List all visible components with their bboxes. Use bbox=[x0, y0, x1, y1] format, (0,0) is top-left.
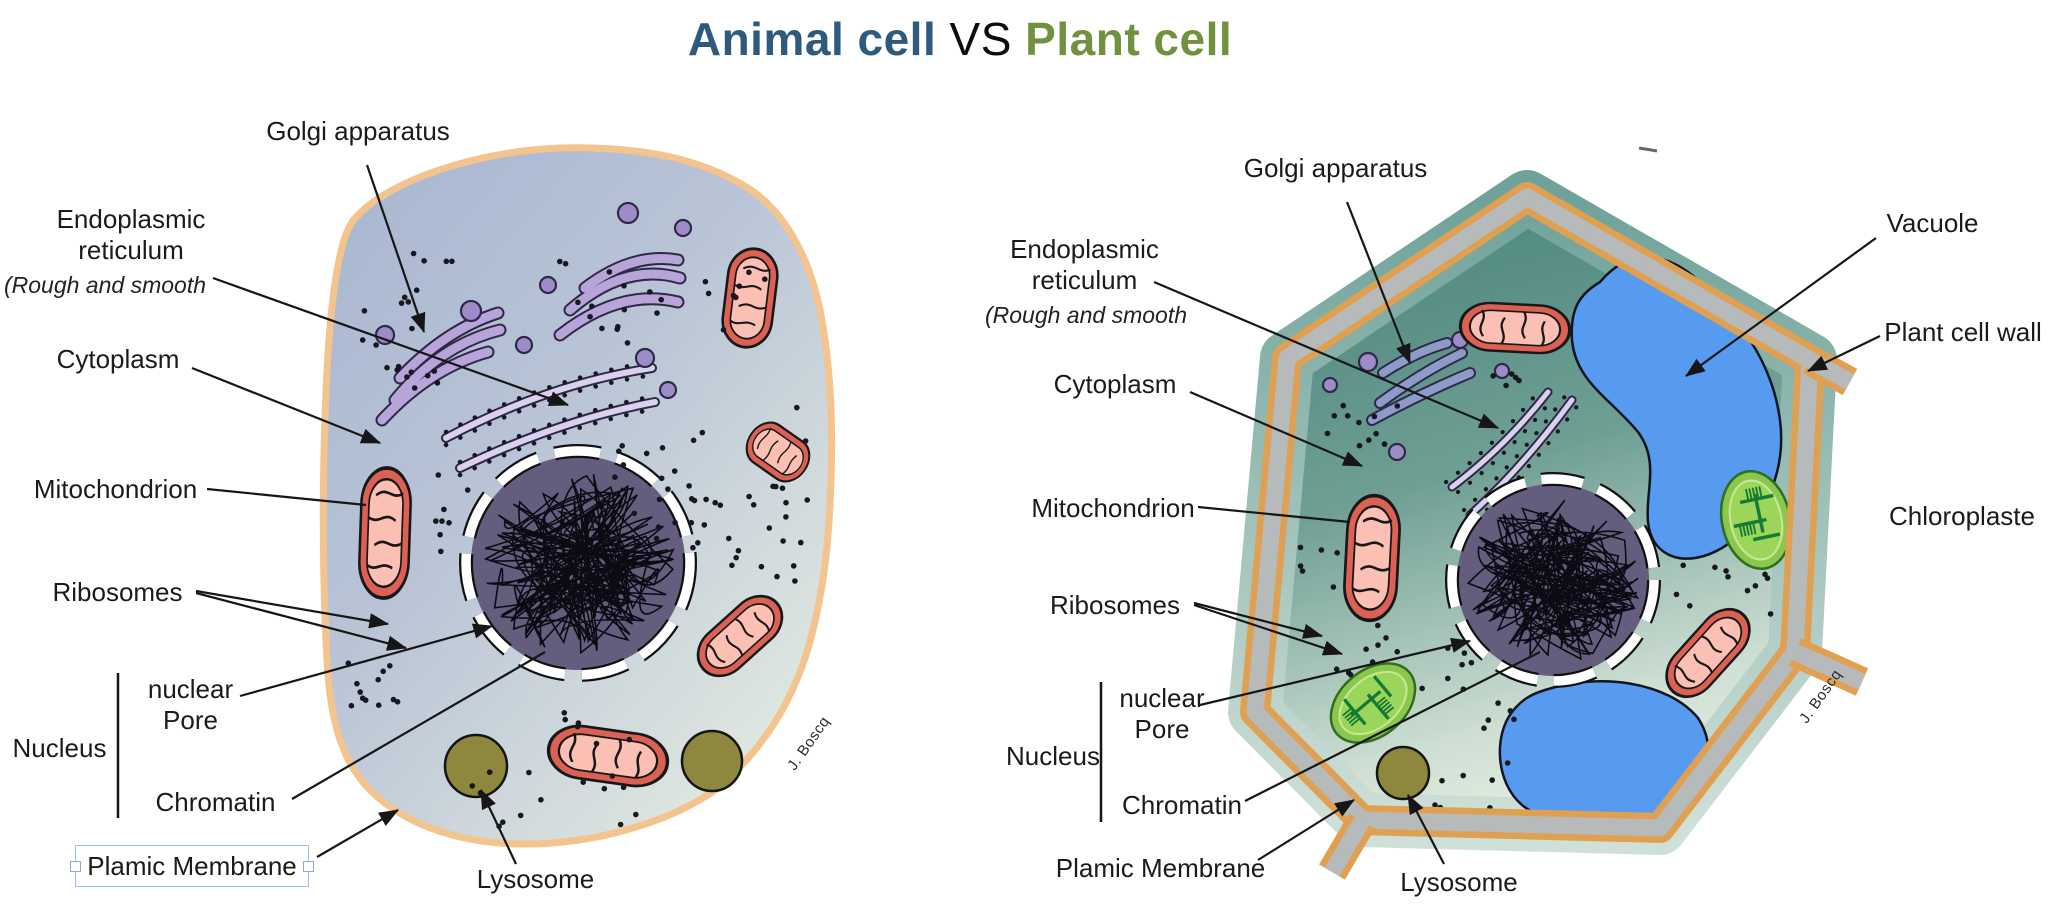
title-animal: Animal cell bbox=[687, 13, 937, 65]
animal-label-ribosomes[interactable]: Ribosomes bbox=[52, 577, 183, 607]
plant-label-plasmic-membrane[interactable]: Plamic Membrane bbox=[1055, 853, 1266, 883]
plant-label-er[interactable]: Endoplasmic reticulum bbox=[982, 234, 1187, 296]
plant-label-nuclear-pore[interactable]: nuclear Pore bbox=[1088, 683, 1236, 745]
plant-label-lysosome[interactable]: Lysosome bbox=[1400, 867, 1518, 897]
page-title[interactable]: Animal cell VS Plant cell bbox=[430, 12, 1490, 66]
plant-label-er-line1: Endoplasmic bbox=[1010, 234, 1159, 264]
animal-nucleus bbox=[459, 444, 697, 682]
animal-label-plasmic-membrane-textbox[interactable]: Plamic Membrane bbox=[70, 845, 314, 887]
plant-mitochondrion bbox=[1457, 299, 1573, 357]
plant-label-chloroplast[interactable]: Chloroplaste bbox=[1889, 501, 2035, 531]
animal-label-golgi[interactable]: Golgi apparatus bbox=[266, 116, 450, 146]
animal-label-er-note[interactable]: (Rough and smooth bbox=[3, 272, 206, 298]
plant-cell-body bbox=[1228, 170, 1869, 880]
plant-label-plant-cell-wall[interactable]: Plant cell wall bbox=[1884, 317, 2042, 347]
plant-label-ribosomes[interactable]: Ribosomes bbox=[1049, 590, 1181, 620]
animal-golgi-apparatus bbox=[375, 252, 687, 427]
plant-label-golgi[interactable]: Golgi apparatus bbox=[1243, 153, 1428, 183]
animal-cell-body bbox=[319, 144, 836, 848]
animal-ribosome-dots bbox=[345, 250, 810, 830]
plant-label-er-line2: reticulum bbox=[1031, 265, 1138, 295]
animal-label-er[interactable]: Endoplasmic reticulum bbox=[28, 204, 234, 266]
animal-label-nuclear-pore-line2: Pore bbox=[163, 705, 218, 735]
animal-label-cytoplasm[interactable]: Cytoplasm bbox=[56, 344, 180, 374]
plant-nuclear-envelope bbox=[1447, 474, 1659, 686]
stray-dash-mark bbox=[1638, 146, 1658, 153]
plant-label-nuclear-pore-line1: nuclear bbox=[1119, 683, 1205, 713]
title-plant: Plant cell bbox=[1025, 13, 1233, 65]
animal-label-er-line2: reticulum bbox=[78, 235, 184, 265]
animal-label-plasmic-membrane: Plamic Membrane bbox=[87, 850, 297, 881]
plant-nucleus bbox=[1445, 472, 1661, 688]
animal-label-chromatin[interactable]: Chromatin bbox=[155, 787, 276, 817]
label-leader-lines bbox=[116, 164, 1881, 865]
plant-lysosome bbox=[1375, 745, 1431, 801]
animal-mitochondrion bbox=[356, 465, 414, 601]
plant-label-er-note[interactable]: (Rough and smooth bbox=[984, 302, 1187, 328]
plant-label-vacuole[interactable]: Vacuole bbox=[1886, 208, 1979, 238]
plant-mitochondrion bbox=[1340, 492, 1404, 624]
plant-endoplasmic-reticulum bbox=[1443, 384, 1581, 523]
title-vs: VS bbox=[936, 13, 1026, 65]
selection-handle-right[interactable] bbox=[303, 861, 314, 872]
animal-label-nuclear-pore[interactable]: nuclear Pore bbox=[118, 674, 263, 736]
plant-label-mitochondrion[interactable]: Mitochondrion bbox=[1031, 493, 1195, 523]
animal-label-lysosome[interactable]: Lysosome bbox=[476, 864, 595, 894]
animal-nuclear-envelope bbox=[461, 446, 695, 680]
plant-label-chromatin[interactable]: Chromatin bbox=[1122, 790, 1242, 820]
selection-handle-left[interactable] bbox=[70, 861, 81, 872]
animal-label-er-line1: Endoplasmic bbox=[56, 204, 206, 234]
plant-cell-wall-shape bbox=[1240, 182, 1869, 880]
animal-label-nucleus[interactable]: Nucleus bbox=[12, 733, 107, 763]
plant-label-nucleus[interactable]: Nucleus bbox=[1006, 741, 1100, 771]
animal-vesicles bbox=[374, 201, 693, 400]
animal-lysosome bbox=[443, 733, 509, 799]
animal-label-mitochondrion[interactable]: Mitochondrion bbox=[33, 474, 198, 504]
animal-label-nuclear-pore-line1: nuclear bbox=[147, 674, 234, 704]
animal-chromatin bbox=[483, 474, 675, 655]
plant-ribosome-dots bbox=[1297, 371, 1774, 811]
plant-chromatin bbox=[1466, 499, 1640, 661]
plant-label-cytoplasm[interactable]: Cytoplasm bbox=[1053, 369, 1177, 399]
animal-lysosome bbox=[680, 729, 744, 793]
plant-label-nuclear-pore-line2: Pore bbox=[1134, 714, 1190, 744]
